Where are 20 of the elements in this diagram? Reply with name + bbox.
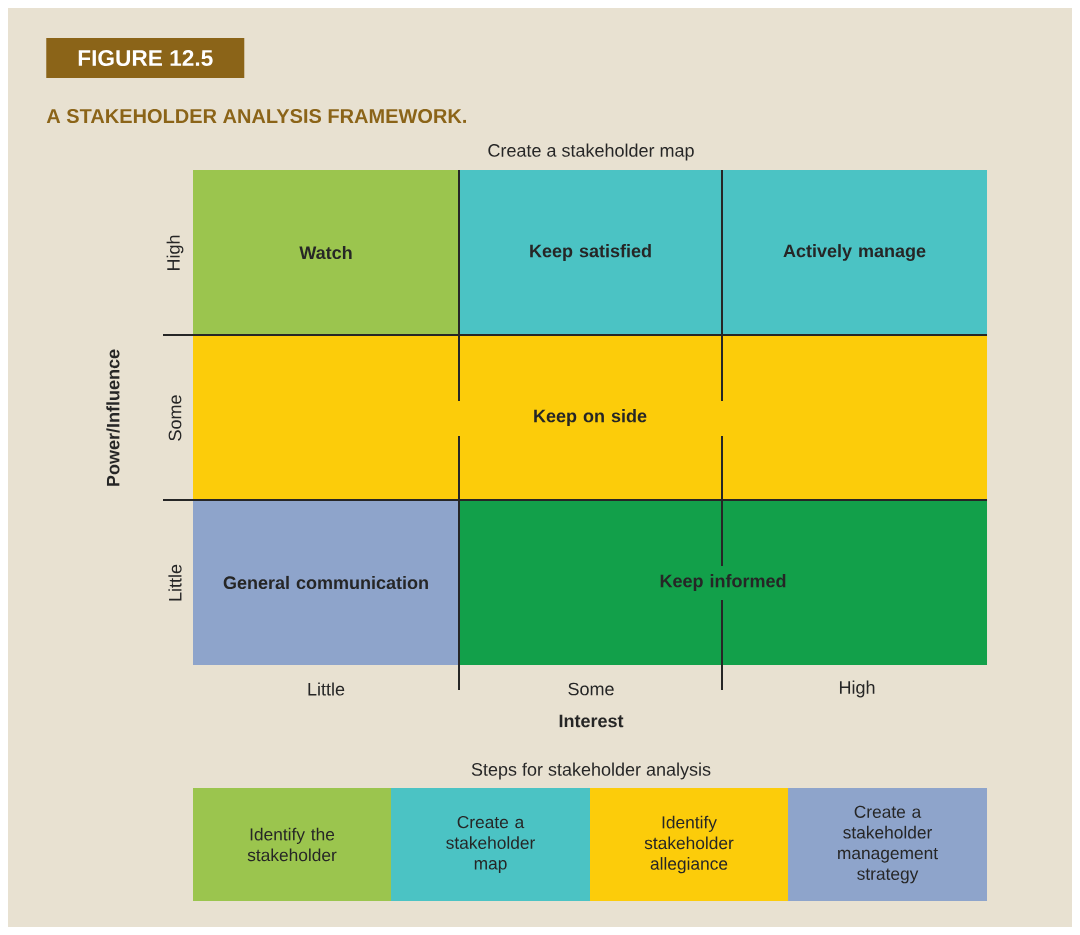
section-heading: Steps for stakeholder analysis [471,762,711,780]
step-box: Identify the stakeholder [193,788,391,901]
node-label: Keep satisfied [530,244,651,261]
axis-title: Power/Influence [106,349,120,486]
quadrant-cell: General communication [193,500,459,665]
quadrant-cell: Keep informed [459,500,987,665]
axis-tick-label: Some [568,682,614,696]
axis-title: Interest [559,714,624,728]
step-box: Create a stakeholder management strategy [788,788,987,901]
quadrant-cell: Actively manage [722,170,987,335]
step-box: Create a stakeholder map [391,788,590,901]
axis-tick-label: Little [308,682,345,696]
quadrant-cell: Keep on side [193,335,987,500]
figure-caption: A STAKEHOLDER ANALYSIS FRAMEWORK. [46,108,466,124]
section-heading: Create a stakeholder map [488,143,694,161]
node-label: Actively manage [783,244,926,261]
figure-title: FIGURE 12.5 [46,38,245,78]
quadrant-cell: Watch [193,170,459,335]
step-box: Identify stakeholder allegiance [590,788,788,901]
quadrant-cell: Keep satisfied [459,170,722,335]
